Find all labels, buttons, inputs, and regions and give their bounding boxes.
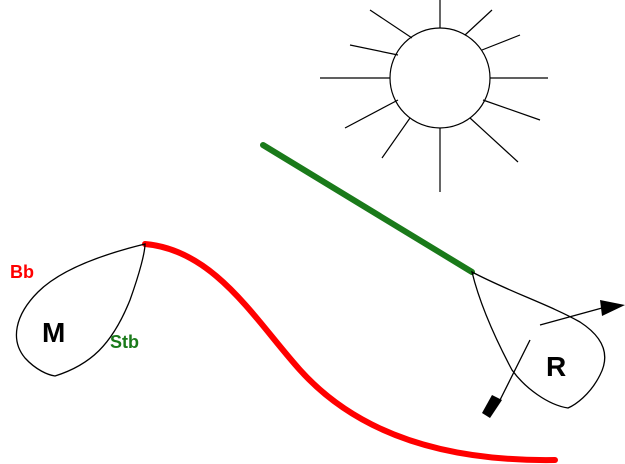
- sun-icon: [320, 0, 548, 192]
- arrow-down-left-icon: [482, 339, 531, 418]
- boat-right-label: R: [546, 351, 566, 382]
- port-line: [142, 241, 558, 464]
- arrow-right-icon: [539, 300, 625, 326]
- boat-left-hull: [15, 243, 146, 377]
- starboard-line: [260, 142, 475, 275]
- port-side-label: Bb: [10, 262, 34, 282]
- boat-left-label: M: [42, 317, 65, 348]
- boat-right-hull: [471, 270, 606, 409]
- starboard-side-label: Stb: [110, 332, 139, 352]
